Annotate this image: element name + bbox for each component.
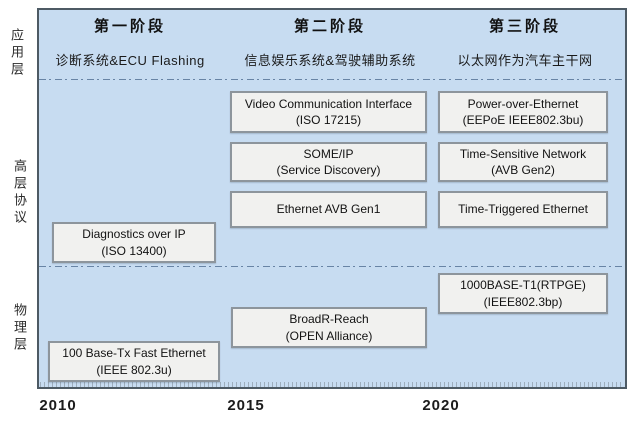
box-line: (Service Discovery) <box>276 163 381 177</box>
phase-1-subtitle: 诊断系统&ECU Flashing <box>55 53 205 68</box>
box-line: (ISO 17215) <box>295 113 362 127</box>
timeline-year-2015: 2015 <box>227 397 265 414</box>
box-line: BroadR-Reach <box>289 312 369 327</box>
box-line: SOME/IP <box>303 146 354 161</box>
box-some-ip: SOME/IP (Service Discovery) <box>230 142 427 182</box>
box-line: (IEEE802.3bp) <box>483 294 563 309</box>
timeline-year-2020: 2020 <box>422 397 460 414</box>
box-video-communication-interface: Video Communication Interface (ISO 17215… <box>230 91 427 133</box>
box-line: Time-Triggered Ethernet <box>458 202 588 217</box>
box-line: (ISO 13400) <box>101 243 167 258</box>
box-line: Ethernet AVB Gen1 <box>276 202 381 217</box>
phase-3-subtitle: 以太网作为汽车主干网 <box>457 53 593 68</box>
phase-3-title: 第三阶段 <box>488 18 561 35</box>
application-protocol-divider <box>39 79 625 80</box>
box-line: (EEPoE IEEE802.3bu) <box>462 113 584 127</box>
box-line: 100 Base-Tx Fast Ethernet <box>62 346 206 361</box>
box-line: 1000BASE-T1(RTPGE) <box>460 278 586 293</box>
box-line: (IEEE 802.3u) <box>96 362 172 377</box>
protocol-physical-divider <box>39 266 625 267</box>
box-time-triggered-ethernet: Time-Triggered Ethernet <box>438 191 608 228</box>
box-time-sensitive-network: Time-Sensitive Network (AVB Gen2) <box>438 142 608 182</box>
box-line: Time-Sensitive Network <box>459 146 587 161</box>
layer-label-physical: 物理层 <box>12 302 27 354</box>
box-diagnostics-over-ip: Diagnostics over IP (ISO 13400) <box>52 222 216 263</box>
box-ethernet-avb-gen1: Ethernet AVB Gen1 <box>230 191 427 228</box>
box-line: Diagnostics over IP <box>82 227 186 242</box>
box-line: (AVB Gen2) <box>491 163 555 177</box>
box-100base-tx-fast-ethernet: 100 Base-Tx Fast Ethernet (IEEE 802.3u) <box>48 341 220 382</box>
box-line: Video Communication Interface <box>244 96 413 111</box>
phase-1-title: 第一阶段 <box>93 18 166 35</box>
phase-2-subtitle: 信息娱乐系统&驾驶辅助系统 <box>244 53 416 68</box>
timeline-year-2010: 2010 <box>39 397 77 414</box>
box-1000base-t1: 1000BASE-T1(RTPGE) (IEEE802.3bp) <box>438 273 608 314</box>
box-broadr-reach: BroadR-Reach (OPEN Alliance) <box>231 307 427 348</box>
box-line: (OPEN Alliance) <box>285 328 373 343</box>
layer-label-application: 应用层 <box>9 27 24 79</box>
timeline-minor-ticks <box>40 382 624 387</box>
box-line: Power-over-Ethernet <box>467 96 579 111</box>
box-power-over-ethernet: Power-over-Ethernet (EEPoE IEEE802.3bu) <box>438 91 608 133</box>
layer-label-high-protocols: 高层协议 <box>12 159 27 227</box>
phase-2-title: 第二阶段 <box>293 18 366 35</box>
